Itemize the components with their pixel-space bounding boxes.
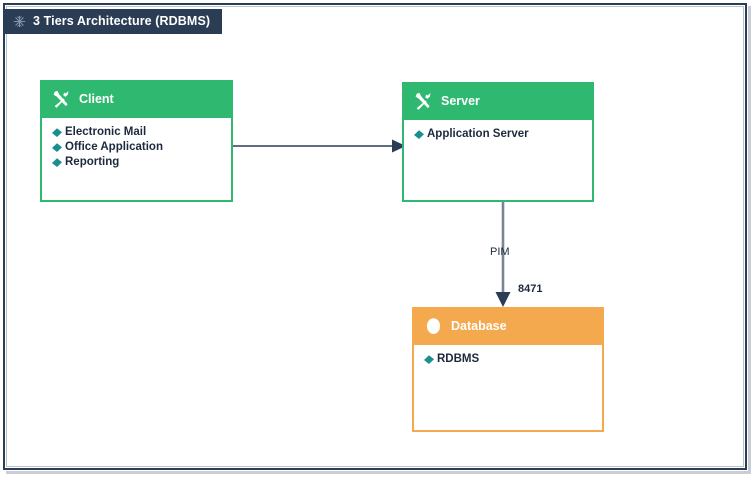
node-database-title: Database	[451, 318, 507, 333]
snowflake-icon	[13, 15, 26, 28]
node-server[interactable]: Server Application Server	[402, 82, 594, 202]
list-item[interactable]: Office Application	[42, 140, 231, 155]
diagram-title-tab[interactable]: 3 Tiers Architecture (RDBMS)	[5, 9, 223, 34]
node-client-body: Electronic Mail Office Application Repor…	[42, 116, 231, 200]
window-frame-inner	[6, 6, 744, 467]
list-item[interactable]: Application Server	[404, 127, 592, 142]
diamond-icon	[52, 142, 62, 152]
list-item-label: RDBMS	[437, 352, 480, 365]
list-item-label: Application Server	[427, 127, 529, 140]
tools-icon	[53, 90, 69, 108]
node-database-header: Database	[414, 309, 602, 343]
node-server-body: Application Server	[404, 118, 592, 200]
diamond-icon	[52, 157, 62, 167]
diamond-icon	[424, 354, 434, 364]
tools-icon	[415, 92, 431, 110]
list-item[interactable]: RDBMS	[414, 352, 602, 367]
list-item[interactable]: Electronic Mail	[42, 125, 231, 140]
list-item[interactable]: Reporting	[42, 155, 231, 170]
list-item-label: Electronic Mail	[65, 125, 147, 138]
node-database[interactable]: Database RDBMS	[412, 307, 604, 432]
diamond-icon	[52, 127, 62, 137]
edge-label-pim: PIM	[490, 246, 510, 258]
node-client-title: Client	[79, 91, 114, 106]
node-client[interactable]: Client Electronic Mail Office Applicatio…	[40, 80, 233, 202]
list-item-label: Office Application	[65, 140, 163, 153]
diagram-title-text: 3 Tiers Architecture (RDBMS)	[33, 14, 211, 29]
list-item-label: Reporting	[65, 155, 120, 168]
diamond-icon	[414, 129, 424, 139]
edge-label-port-8471: 8471	[518, 283, 543, 295]
node-server-header: Server	[404, 84, 592, 118]
database-cylinder-icon	[426, 317, 441, 334]
node-server-title: Server	[441, 93, 480, 108]
node-database-body: RDBMS	[414, 343, 602, 430]
window-shadow-bottom	[6, 471, 751, 474]
window-shadow-right	[748, 6, 751, 474]
window-frame-outer	[3, 3, 747, 470]
node-client-header: Client	[42, 82, 231, 116]
